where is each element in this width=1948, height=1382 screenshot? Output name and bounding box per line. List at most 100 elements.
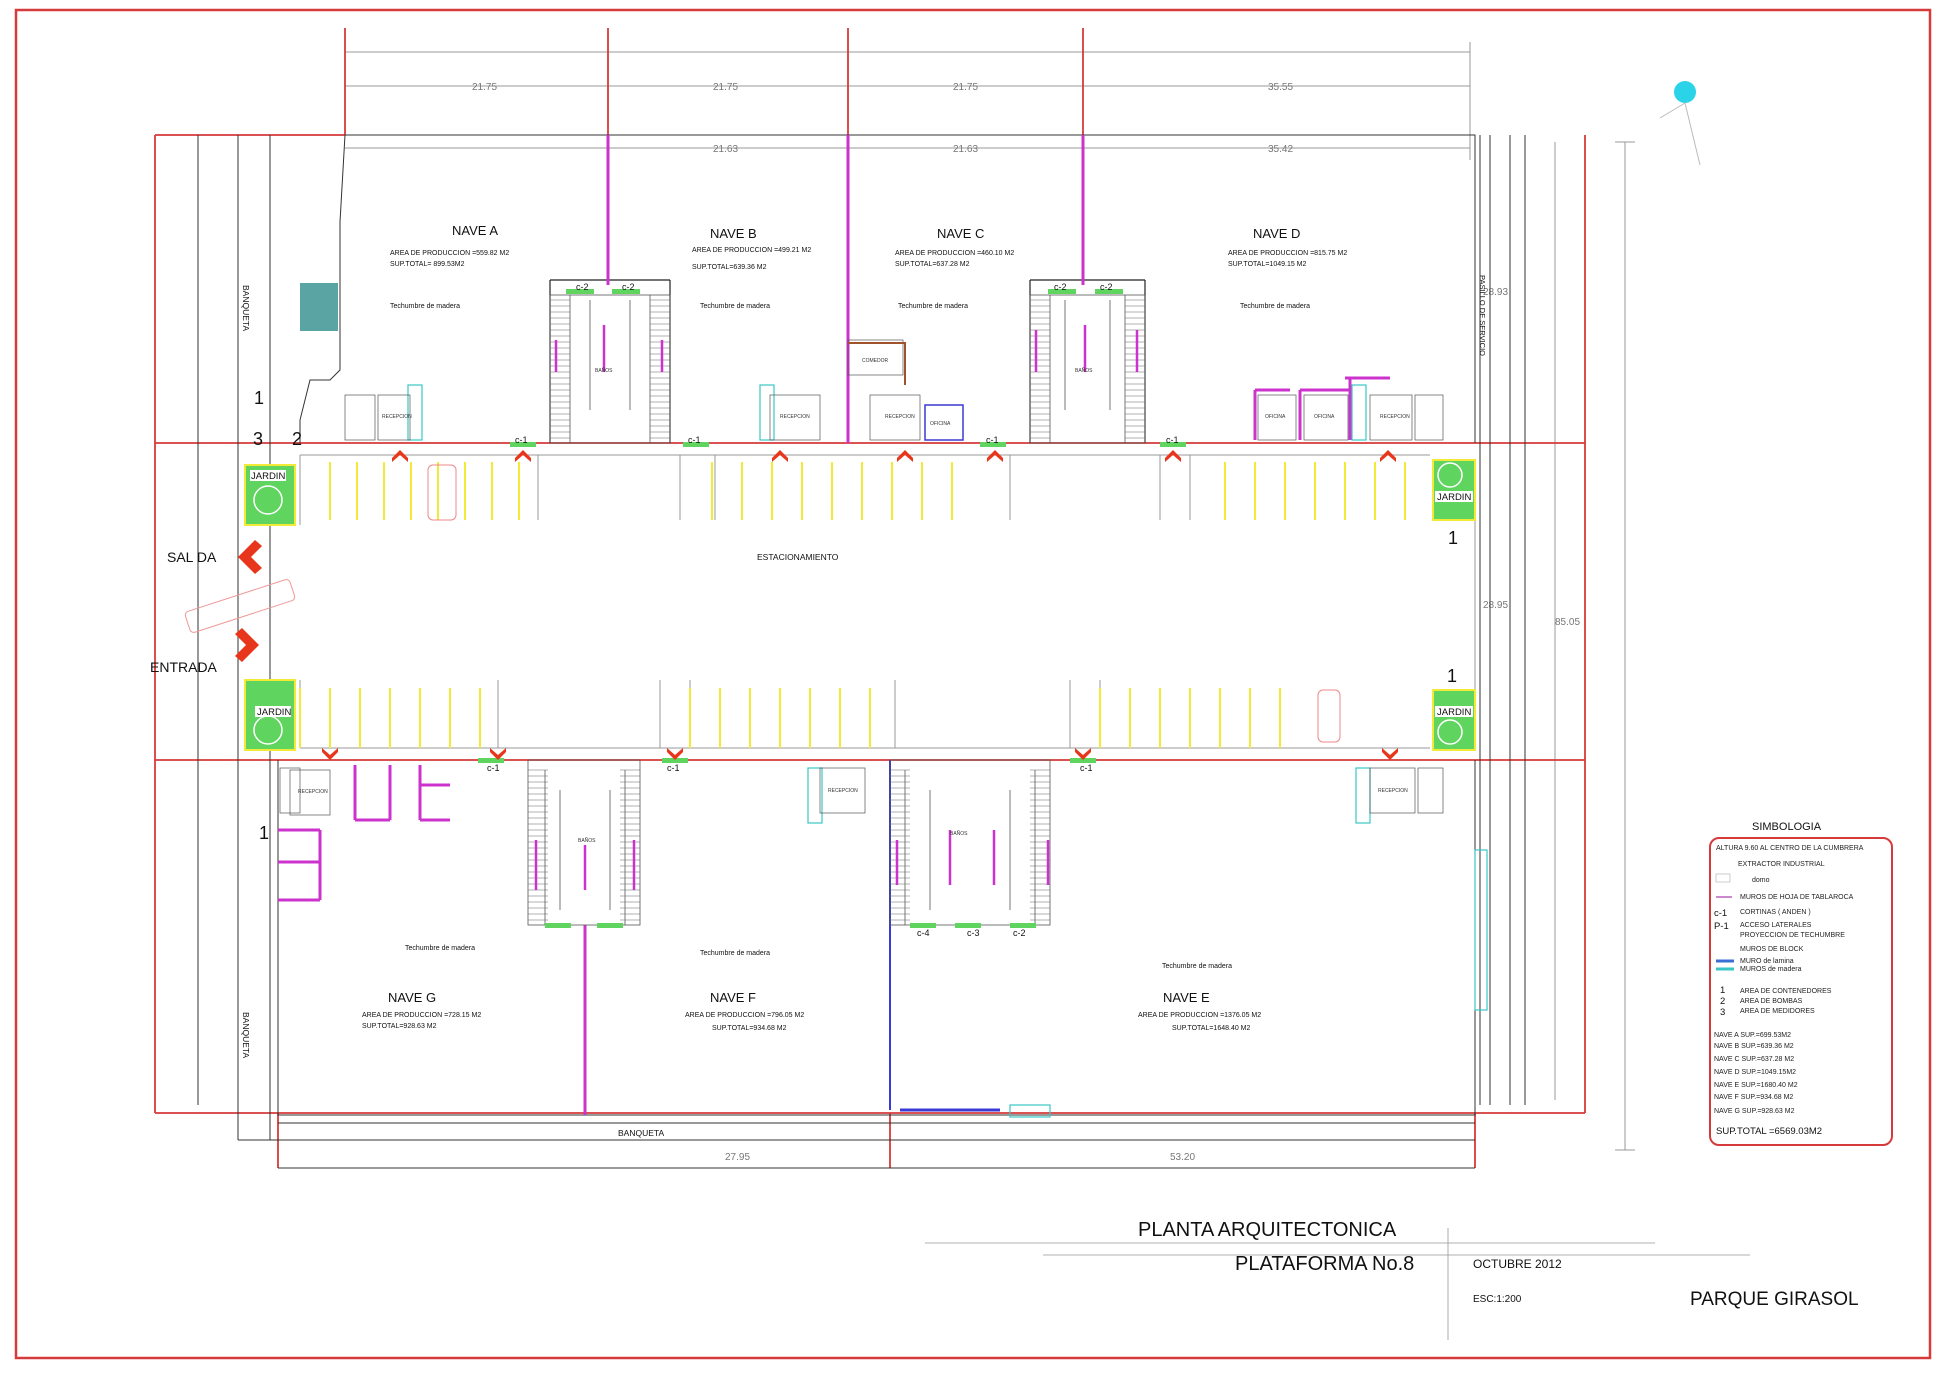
nave-a-title: NAVE A: [452, 223, 498, 238]
exit-label: SAL DA: [167, 549, 217, 565]
red-grid-lines: [154, 28, 1586, 1168]
legend-sup-a: NAVE A SUP.=699.53M2: [1714, 1032, 1791, 1039]
nave-c-area: AREA DE PRODUCCION =460.10 M2: [895, 250, 1014, 257]
svg-text:c-1: c-1: [1714, 908, 1727, 919]
svg-text:MUROS de madera: MUROS de madera: [1740, 966, 1802, 973]
dock-arrow-icon: [392, 450, 408, 462]
exit-arrow-icon: [238, 540, 262, 574]
car-north: [427, 464, 457, 521]
nave-b-sup: SUP.TOTAL=639.36 M2: [692, 264, 767, 271]
dock-strips: [478, 289, 1186, 928]
ramp-south-gf: [527, 759, 641, 926]
ramp-south-fe: [889, 759, 1051, 926]
svg-text:RECEPCION: RECEPCION: [885, 414, 915, 420]
svg-text:c-1: c-1: [688, 435, 701, 445]
svg-text:c-1: c-1: [1166, 435, 1179, 445]
dim-53-20: 53.20: [1170, 1152, 1195, 1163]
svg-text:BAÑOS: BAÑOS: [595, 367, 613, 374]
top-dimensions: [344, 42, 1635, 1151]
svg-text:COMEDOR: COMEDOR: [862, 358, 889, 364]
nave-a-sup: SUP.TOTAL= 899.53M2: [390, 261, 465, 268]
dock-codes: c-2 c-2 c-2 c-2 c-1 c-1 c-1 c-1 c-1 c-1 …: [487, 282, 1179, 938]
dim-21-63-a: 21.63: [713, 144, 738, 155]
nave-e-title: NAVE E: [1163, 990, 1210, 1005]
legend: SIMBOLOGIA ALTURA 9.60 AL CENTRO DE LA C…: [1709, 821, 1893, 1146]
svg-text:MURO de lamina: MURO de lamina: [1740, 958, 1794, 965]
dim-21-75-a: 21.75: [472, 82, 497, 93]
svg-text:domo: domo: [1752, 877, 1770, 884]
nave-c-title: NAVE C: [937, 226, 984, 241]
svg-text:MUROS DE BLOCK: MUROS DE BLOCK: [1740, 946, 1804, 953]
nave-labels: NAVE A AREA DE PRODUCCION =559.82 M2 SUP…: [362, 223, 1347, 1032]
dim-28-93: 28.93: [1483, 287, 1508, 298]
ramp-treads: [528, 299, 1145, 921]
svg-text:c-2: c-2: [1100, 282, 1113, 292]
garden-label-bg-se: [1435, 706, 1473, 717]
svg-text:EXTRACTOR INDUSTRIAL: EXTRACTOR INDUSTRIAL: [1738, 861, 1825, 868]
svg-text:RECEPCION: RECEPCION: [298, 789, 328, 795]
roof-label-g: Techumbre de madera: [405, 945, 475, 952]
dock-arrow-icon: [987, 450, 1003, 462]
banqueta-label-north: BANQUETA: [241, 285, 251, 331]
svg-text:c-1: c-1: [515, 435, 528, 445]
car-entrance: [184, 579, 296, 633]
svg-text:P-1: P-1: [1714, 921, 1729, 932]
nave-a-area: AREA DE PRODUCCION =559.82 M2: [390, 250, 509, 257]
dim-21-75-c: 21.75: [953, 82, 978, 93]
dock-arrow-icon: [490, 748, 506, 760]
svg-text:1: 1: [259, 823, 269, 843]
dock-arrow-icon: [1382, 748, 1398, 760]
svg-text:c-1: c-1: [1080, 763, 1093, 773]
roof-label-a: Techumbre de madera: [390, 303, 460, 310]
svg-text:1: 1: [1720, 985, 1725, 996]
title-block: [925, 1228, 1750, 1340]
svg-text:OFICINA: OFICINA: [1265, 414, 1286, 420]
legend-total: SUP.TOTAL =6569.03M2: [1716, 1126, 1822, 1137]
platform-title: PLATAFORMA No.8: [1235, 1253, 1414, 1275]
legend-sup-f: NAVE F SUP.=934.68 M2: [1714, 1094, 1793, 1101]
project-name: PARQUE GIRASOL: [1690, 1289, 1859, 1310]
nave-f-area: AREA DE PRODUCCION =796.05 M2: [685, 1012, 804, 1019]
svg-text:RECEPCION: RECEPCION: [780, 414, 810, 420]
dock-arrows: [322, 450, 1398, 760]
dock-arrow-icon: [667, 748, 683, 760]
dock-arrow-icon: [1165, 450, 1181, 462]
svg-text:ACCESO LATERALES: ACCESO LATERALES: [1740, 922, 1812, 929]
svg-text:AREA DE MEDIDORES: AREA DE MEDIDORES: [1740, 1008, 1815, 1015]
roof-label-b: Techumbre de madera: [700, 303, 770, 310]
roof-label-e: Techumbre de madera: [1162, 963, 1232, 970]
svg-text:c-1: c-1: [986, 435, 999, 445]
entrance-arrow-icon: [235, 628, 259, 662]
nave-f-title: NAVE F: [710, 990, 756, 1005]
svg-text:c-2: c-2: [576, 282, 589, 292]
svg-text:AREA DE BOMBAS: AREA DE BOMBAS: [1740, 998, 1803, 1005]
legend-sup-c: NAVE C SUP.=637.28 M2: [1714, 1056, 1794, 1063]
svg-text:RECEPCION: RECEPCION: [1380, 414, 1410, 420]
svg-text:2: 2: [292, 429, 302, 449]
roof-label-d: Techumbre de madera: [1240, 303, 1310, 310]
dim-21-75-b: 21.75: [713, 82, 738, 93]
legend-sup-g: NAVE G SUP.=928.63 M2: [1714, 1108, 1795, 1115]
nave-d-area: AREA DE PRODUCCION =815.75 M2: [1228, 250, 1347, 257]
plan-title: PLANTA ARQUITECTONICA: [1138, 1219, 1397, 1241]
svg-text:c-3: c-3: [967, 928, 980, 938]
svg-text:BAÑOS: BAÑOS: [950, 830, 968, 837]
roof-label-c: Techumbre de madera: [898, 303, 968, 310]
area-numbers: 1 3 2 1 1 1: [253, 388, 1458, 843]
legend-sup-e: NAVE E SUP.=1680.40 M2: [1714, 1082, 1798, 1089]
magenta-walls-north: [606, 135, 1390, 443]
site-walls: [197, 134, 1526, 1169]
svg-text:RECEPCION: RECEPCION: [1378, 788, 1408, 794]
dock-arrow-icon: [1075, 748, 1091, 760]
legend-sup-b: NAVE B SUP.=639.36 M2: [1714, 1043, 1794, 1050]
parking-outline: [299, 454, 1476, 749]
svg-text:RECEPCION: RECEPCION: [382, 414, 412, 420]
nave-c-sup: SUP.TOTAL=637.28 M2: [895, 261, 970, 268]
svg-text:1: 1: [254, 388, 264, 408]
svg-text:c-1: c-1: [487, 763, 500, 773]
pasillo-label: PASILLO DE SERVICIO: [1478, 275, 1487, 356]
plan-date: OCTUBRE 2012: [1473, 1257, 1562, 1271]
svg-text:1: 1: [1448, 528, 1458, 548]
service-rooms: [279, 339, 1444, 816]
